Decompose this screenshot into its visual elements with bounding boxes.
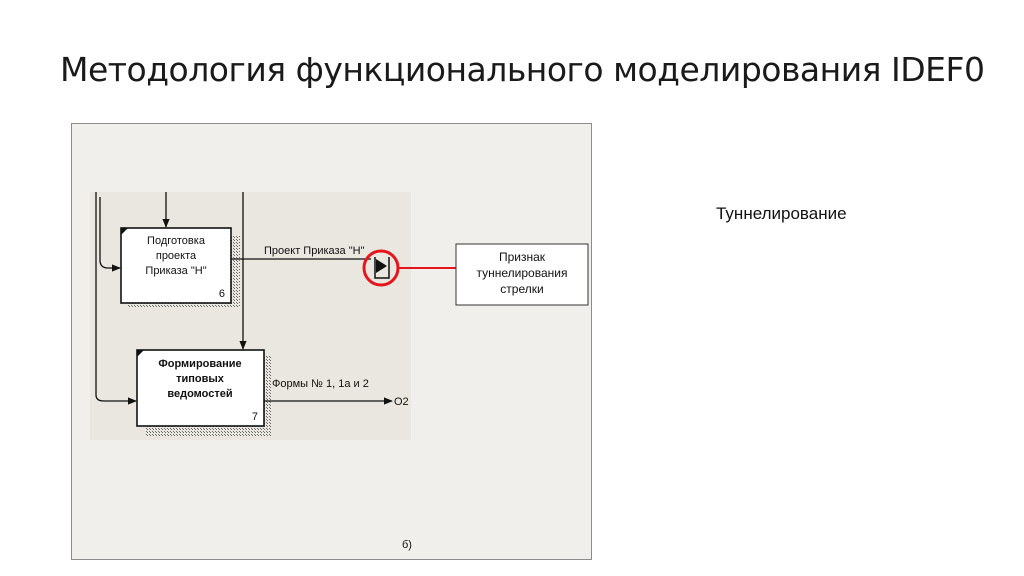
callout-box: [455, 243, 589, 306]
input-arrow-box-6: [99, 197, 121, 272]
figure-caption: б): [402, 539, 412, 551]
callout-line-2: туннелирования: [477, 266, 568, 280]
callout-line-3: стрелки: [500, 282, 543, 296]
box-6-number: 6: [219, 288, 225, 300]
callout-line-1: Признак: [499, 250, 546, 264]
box-7-line-2: типовых: [176, 373, 225, 385]
slide-title: Методология функционального моделировани…: [60, 50, 985, 89]
box-7-line-3: ведомостей: [167, 388, 232, 400]
box-7-corner-mark: [137, 350, 144, 357]
box-7-line-1: Формирование: [158, 358, 241, 370]
box-7: [136, 349, 265, 427]
project-order-label: Проект Приказа "Н": [264, 245, 365, 257]
box-6-line-1: Подготовка: [147, 235, 206, 247]
box-6-line-2: проекта: [156, 250, 197, 262]
side-note: Туннелирование: [716, 204, 847, 223]
box-6: [120, 227, 232, 304]
box-7-number: 7: [252, 411, 258, 423]
output-o2-label: O2: [394, 396, 409, 408]
box-6-line-3: Приказа "Н": [145, 265, 206, 277]
input-arrow-box-7: [95, 192, 137, 405]
box-6-corner-mark: [121, 228, 128, 235]
tunnel-icon: [374, 257, 390, 279]
forms-label: Формы № 1, 1а и 2: [272, 378, 369, 390]
